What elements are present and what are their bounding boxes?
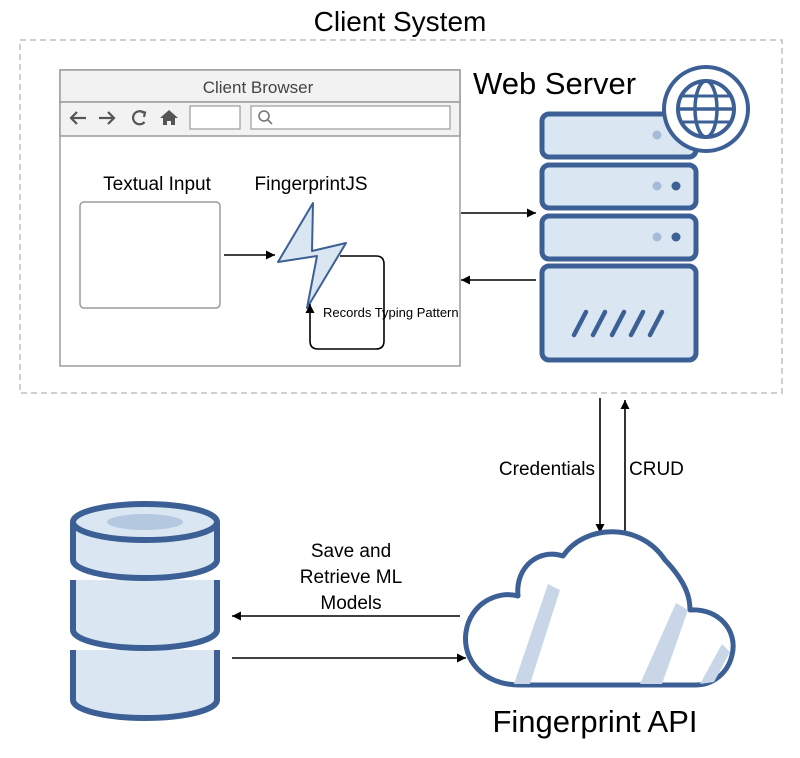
cloud-icon (463, 529, 736, 688)
database-section-3 (70, 650, 220, 721)
search-icon (258, 110, 273, 125)
server-vent-slashes (571, 309, 665, 338)
textual-input-group: Textual Input (79, 174, 221, 309)
save-retrieve-label-line2: Retrieve ML (300, 567, 402, 588)
server-base (539, 263, 699, 363)
typing-pattern-label: Records Typing Pattern (323, 305, 459, 320)
fingerprintjs-group: FingerprintJS Records Typing Pattern (255, 174, 459, 350)
server-indicator-lights (652, 130, 681, 242)
fingerprintjs-label: FingerprintJS (255, 174, 368, 195)
textual-input-box (79, 201, 221, 309)
globe-icon (662, 65, 750, 153)
server-unit-2 (539, 162, 699, 211)
browser-address-box (189, 105, 241, 130)
browser-title: Client Browser (203, 78, 314, 97)
client-system-group: Client System (19, 6, 783, 394)
web-server-group: Web Server (473, 65, 750, 363)
credentials-label: Credentials (499, 459, 595, 480)
client-system-boundary (19, 39, 783, 394)
crud-label: CRUD (629, 459, 684, 480)
typing-pattern-loop-arrow (305, 255, 385, 350)
arrow-right-icon (99, 111, 116, 125)
database-section-2 (70, 580, 220, 651)
client-system-title: Client System (314, 6, 487, 37)
cloud-highlights (514, 584, 730, 684)
reload-icon (132, 109, 147, 126)
save-retrieve-label-line1: Save and (311, 541, 391, 562)
save-retrieve-label-line3: Models (320, 593, 381, 614)
arrow-left-icon (69, 111, 86, 125)
server-unit-3 (539, 213, 699, 262)
home-icon (160, 110, 178, 125)
fingerprint-api-label: Fingerprint API (492, 704, 697, 739)
fingerprint-api-group: Fingerprint API (463, 529, 736, 739)
textual-input-label: Textual Input (103, 174, 211, 195)
database-icon (70, 501, 220, 721)
web-server-label: Web Server (473, 66, 636, 101)
browser-search-box (250, 105, 451, 130)
